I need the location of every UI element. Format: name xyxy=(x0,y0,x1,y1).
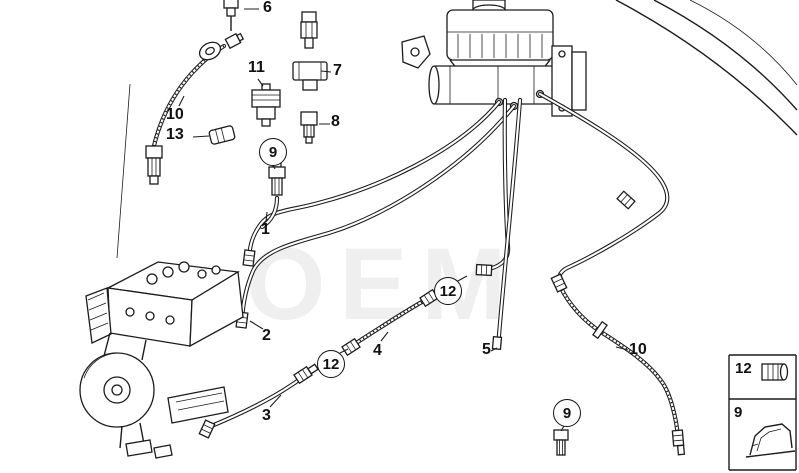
callout-1: 1 xyxy=(261,221,270,238)
pipe-nut xyxy=(242,249,256,267)
brake-pipe-5 xyxy=(498,100,520,347)
callout-8: 8 xyxy=(331,113,340,130)
master-cylinder xyxy=(428,45,587,117)
callout-13: 13 xyxy=(166,126,184,143)
part7-tee xyxy=(292,11,328,91)
callout-7: 7 xyxy=(333,62,342,79)
legend-label-12: 12 xyxy=(735,360,752,377)
brake-pipe-1 xyxy=(249,102,499,257)
pipe-nut xyxy=(198,419,216,439)
legend-label-9: 9 xyxy=(734,404,743,421)
callout-6: 6 xyxy=(263,0,272,16)
brake-hose-4 xyxy=(353,299,427,345)
part8-fitting xyxy=(300,111,318,144)
callout-10-rear: 10 xyxy=(629,341,647,358)
hose-fitting xyxy=(671,429,685,447)
pipe-nut xyxy=(491,335,503,351)
brake-pipe-loop xyxy=(540,94,667,282)
part13-sleeve xyxy=(208,125,236,145)
callout-5: 5 xyxy=(482,341,491,358)
pipe-nut xyxy=(616,190,636,210)
connector-9-right xyxy=(553,429,569,456)
pipe-nut xyxy=(475,263,493,277)
callout-9-clip: 9 xyxy=(553,399,581,427)
callout-9-junction: 9 xyxy=(259,138,287,166)
callout-3: 3 xyxy=(262,407,271,424)
banjo-fitting xyxy=(198,32,245,61)
callout-12-right: 12 xyxy=(434,277,462,305)
callout-4: 4 xyxy=(373,342,382,359)
hose-clip xyxy=(592,320,608,340)
brake-fluid-reservoir xyxy=(446,0,554,71)
leader-lines xyxy=(178,8,629,432)
part6-fitting xyxy=(223,0,239,31)
hose-fitting xyxy=(550,273,568,293)
part11-regulator xyxy=(251,83,281,127)
callout-11: 11 xyxy=(248,59,265,76)
pipe-tip xyxy=(307,363,319,375)
callout-12-mid: 12 xyxy=(317,350,345,378)
pipe-tip xyxy=(676,444,686,456)
brake-booster xyxy=(615,0,798,136)
callout-10-front: 10 xyxy=(166,106,184,123)
reservoir-bracket xyxy=(401,35,431,69)
clip-icon xyxy=(745,423,796,458)
legend-box xyxy=(728,354,797,471)
hose-lower-fitting xyxy=(145,145,163,185)
callout-2: 2 xyxy=(262,327,271,344)
construction-line xyxy=(116,83,131,259)
abs-hydraulic-unit xyxy=(79,261,244,459)
union-icon xyxy=(761,363,789,381)
junction-fitting-9 xyxy=(268,160,286,196)
